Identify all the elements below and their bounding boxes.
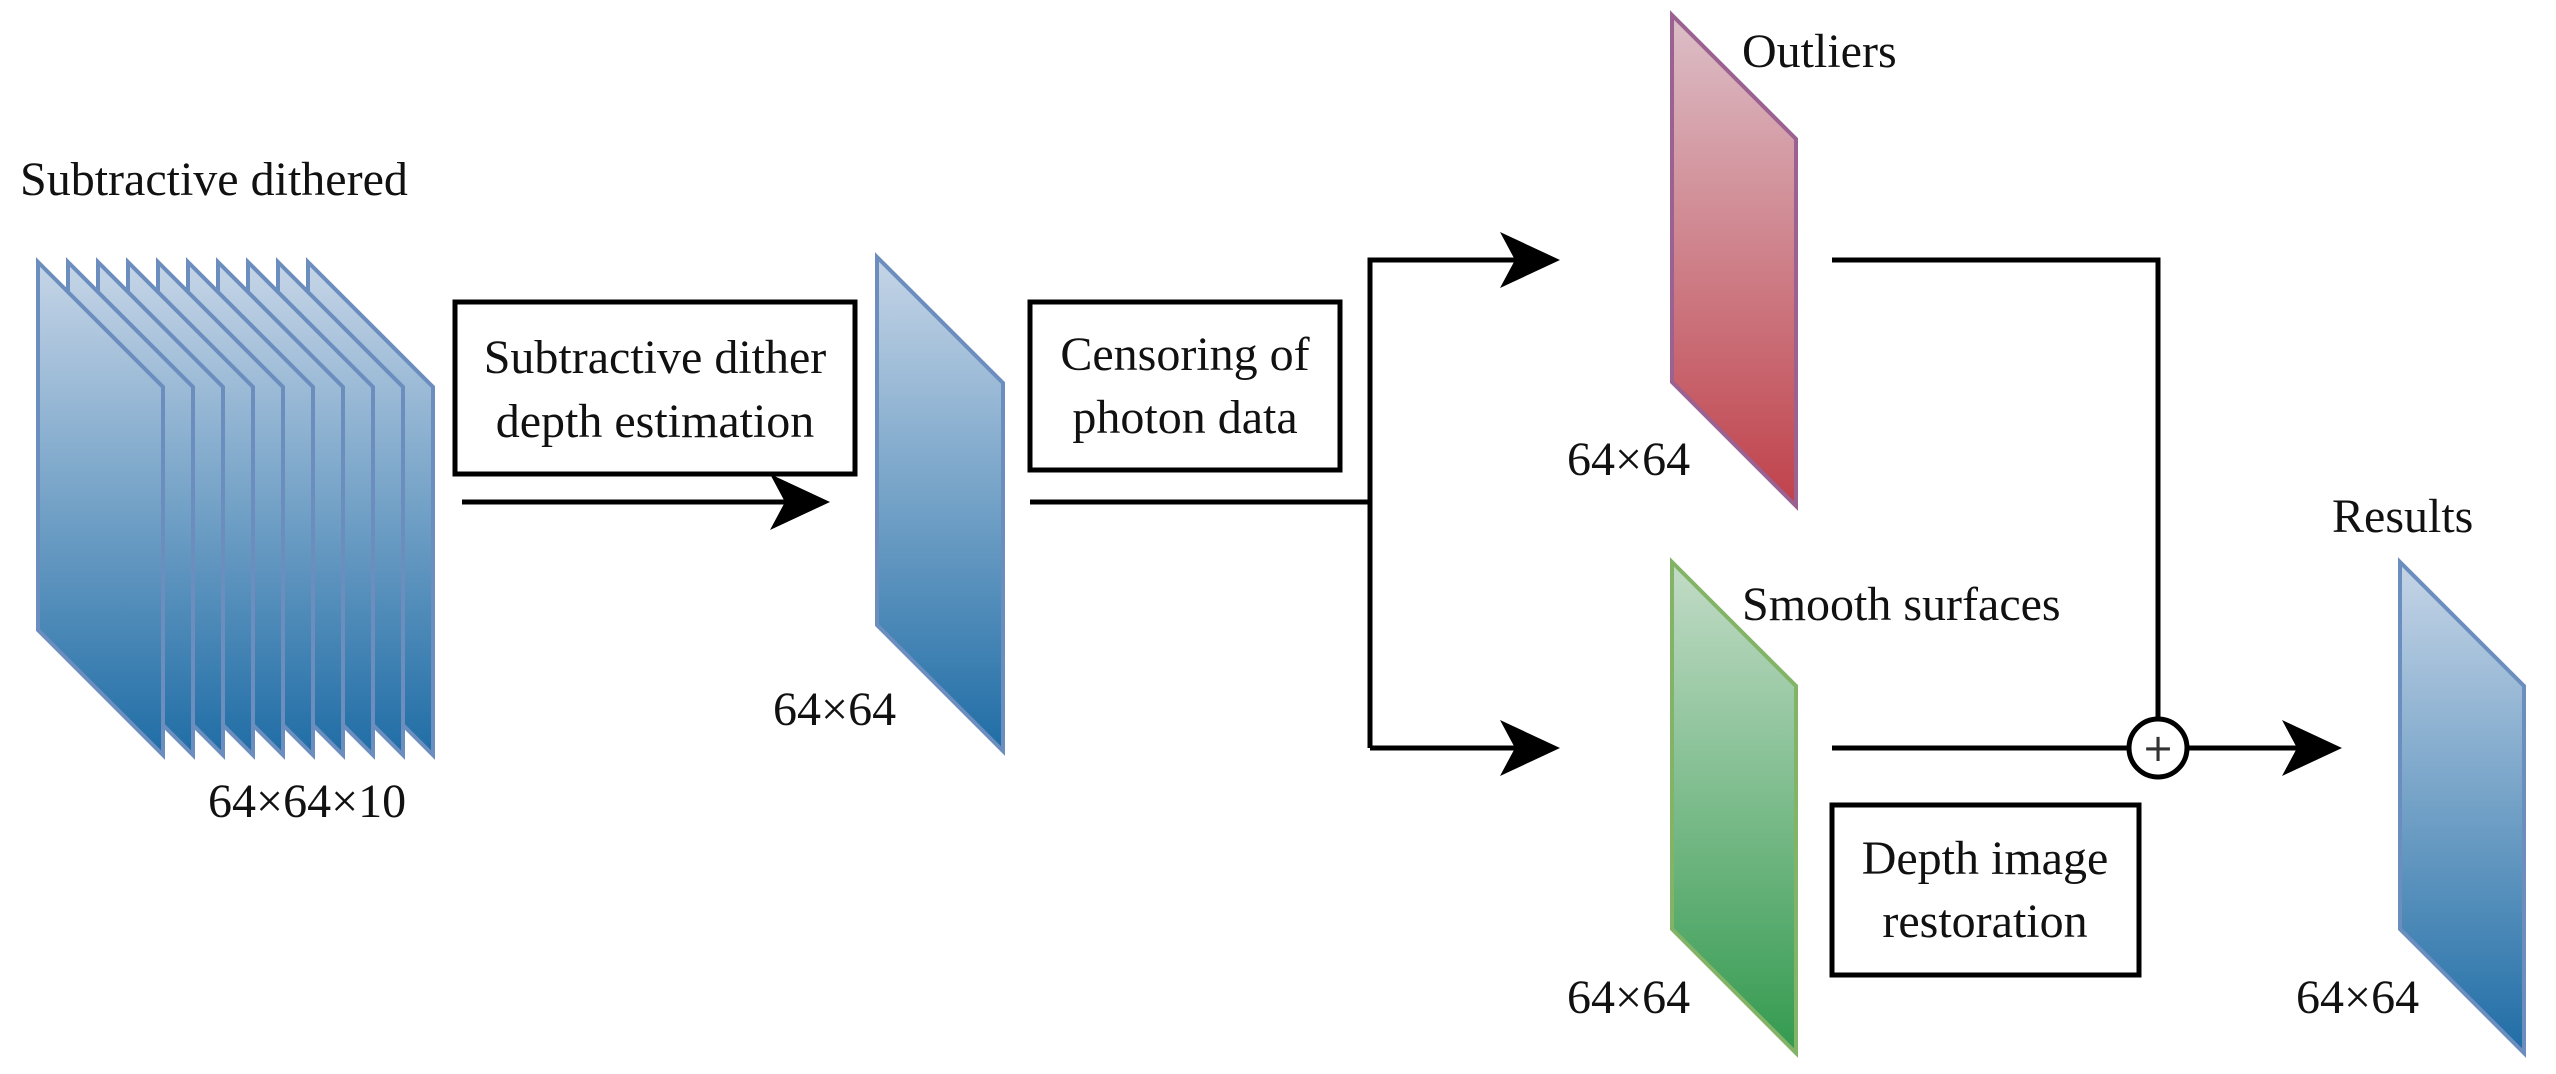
input-frame — [36, 257, 165, 760]
restoration-line-1: Depth image — [1862, 832, 2109, 885]
results-title: Results — [2332, 490, 2473, 543]
restoration-box: Depth image restoration — [1829, 802, 2142, 978]
arrow-to-depth-estimate — [462, 474, 830, 530]
smooth-surfaces-title: Smooth surfaces — [1742, 578, 2061, 631]
dither-estimation-line-1: Subtractive dither — [484, 331, 827, 384]
outliers-size-label: 64×64 — [1567, 433, 1690, 486]
input-size-label: 64×64×10 — [208, 775, 406, 828]
combine-node: + — [2126, 716, 2190, 780]
outliers-title: Outliers — [1742, 25, 1897, 78]
merge-connector — [1832, 257, 2342, 776]
restoration-line-2: restoration — [1882, 895, 2087, 948]
smooth-surfaces-slab — [1670, 557, 1798, 1058]
depth-size-label: 64×64 — [773, 683, 896, 736]
input-title: Subtractive dithered — [20, 153, 408, 206]
results-size-label: 64×64 — [2296, 971, 2419, 1024]
input-frame-stack — [36, 257, 435, 760]
censoring-line-1: Censoring of — [1060, 328, 1309, 381]
censoring-line-2: photon data — [1072, 391, 1297, 444]
dither-estimation-box: Subtractive dither depth estimation — [452, 299, 858, 477]
results-slab — [2398, 557, 2526, 1058]
outliers-slab — [1670, 10, 1798, 511]
depth-estimate-slab — [875, 252, 1005, 756]
combine-symbol: + — [2142, 726, 2174, 770]
dither-estimation-line-2: depth estimation — [496, 395, 815, 448]
split-connector — [1030, 232, 1560, 776]
censoring-box: Censoring of photon data — [1027, 299, 1343, 473]
smooth-size-label: 64×64 — [1567, 971, 1690, 1024]
